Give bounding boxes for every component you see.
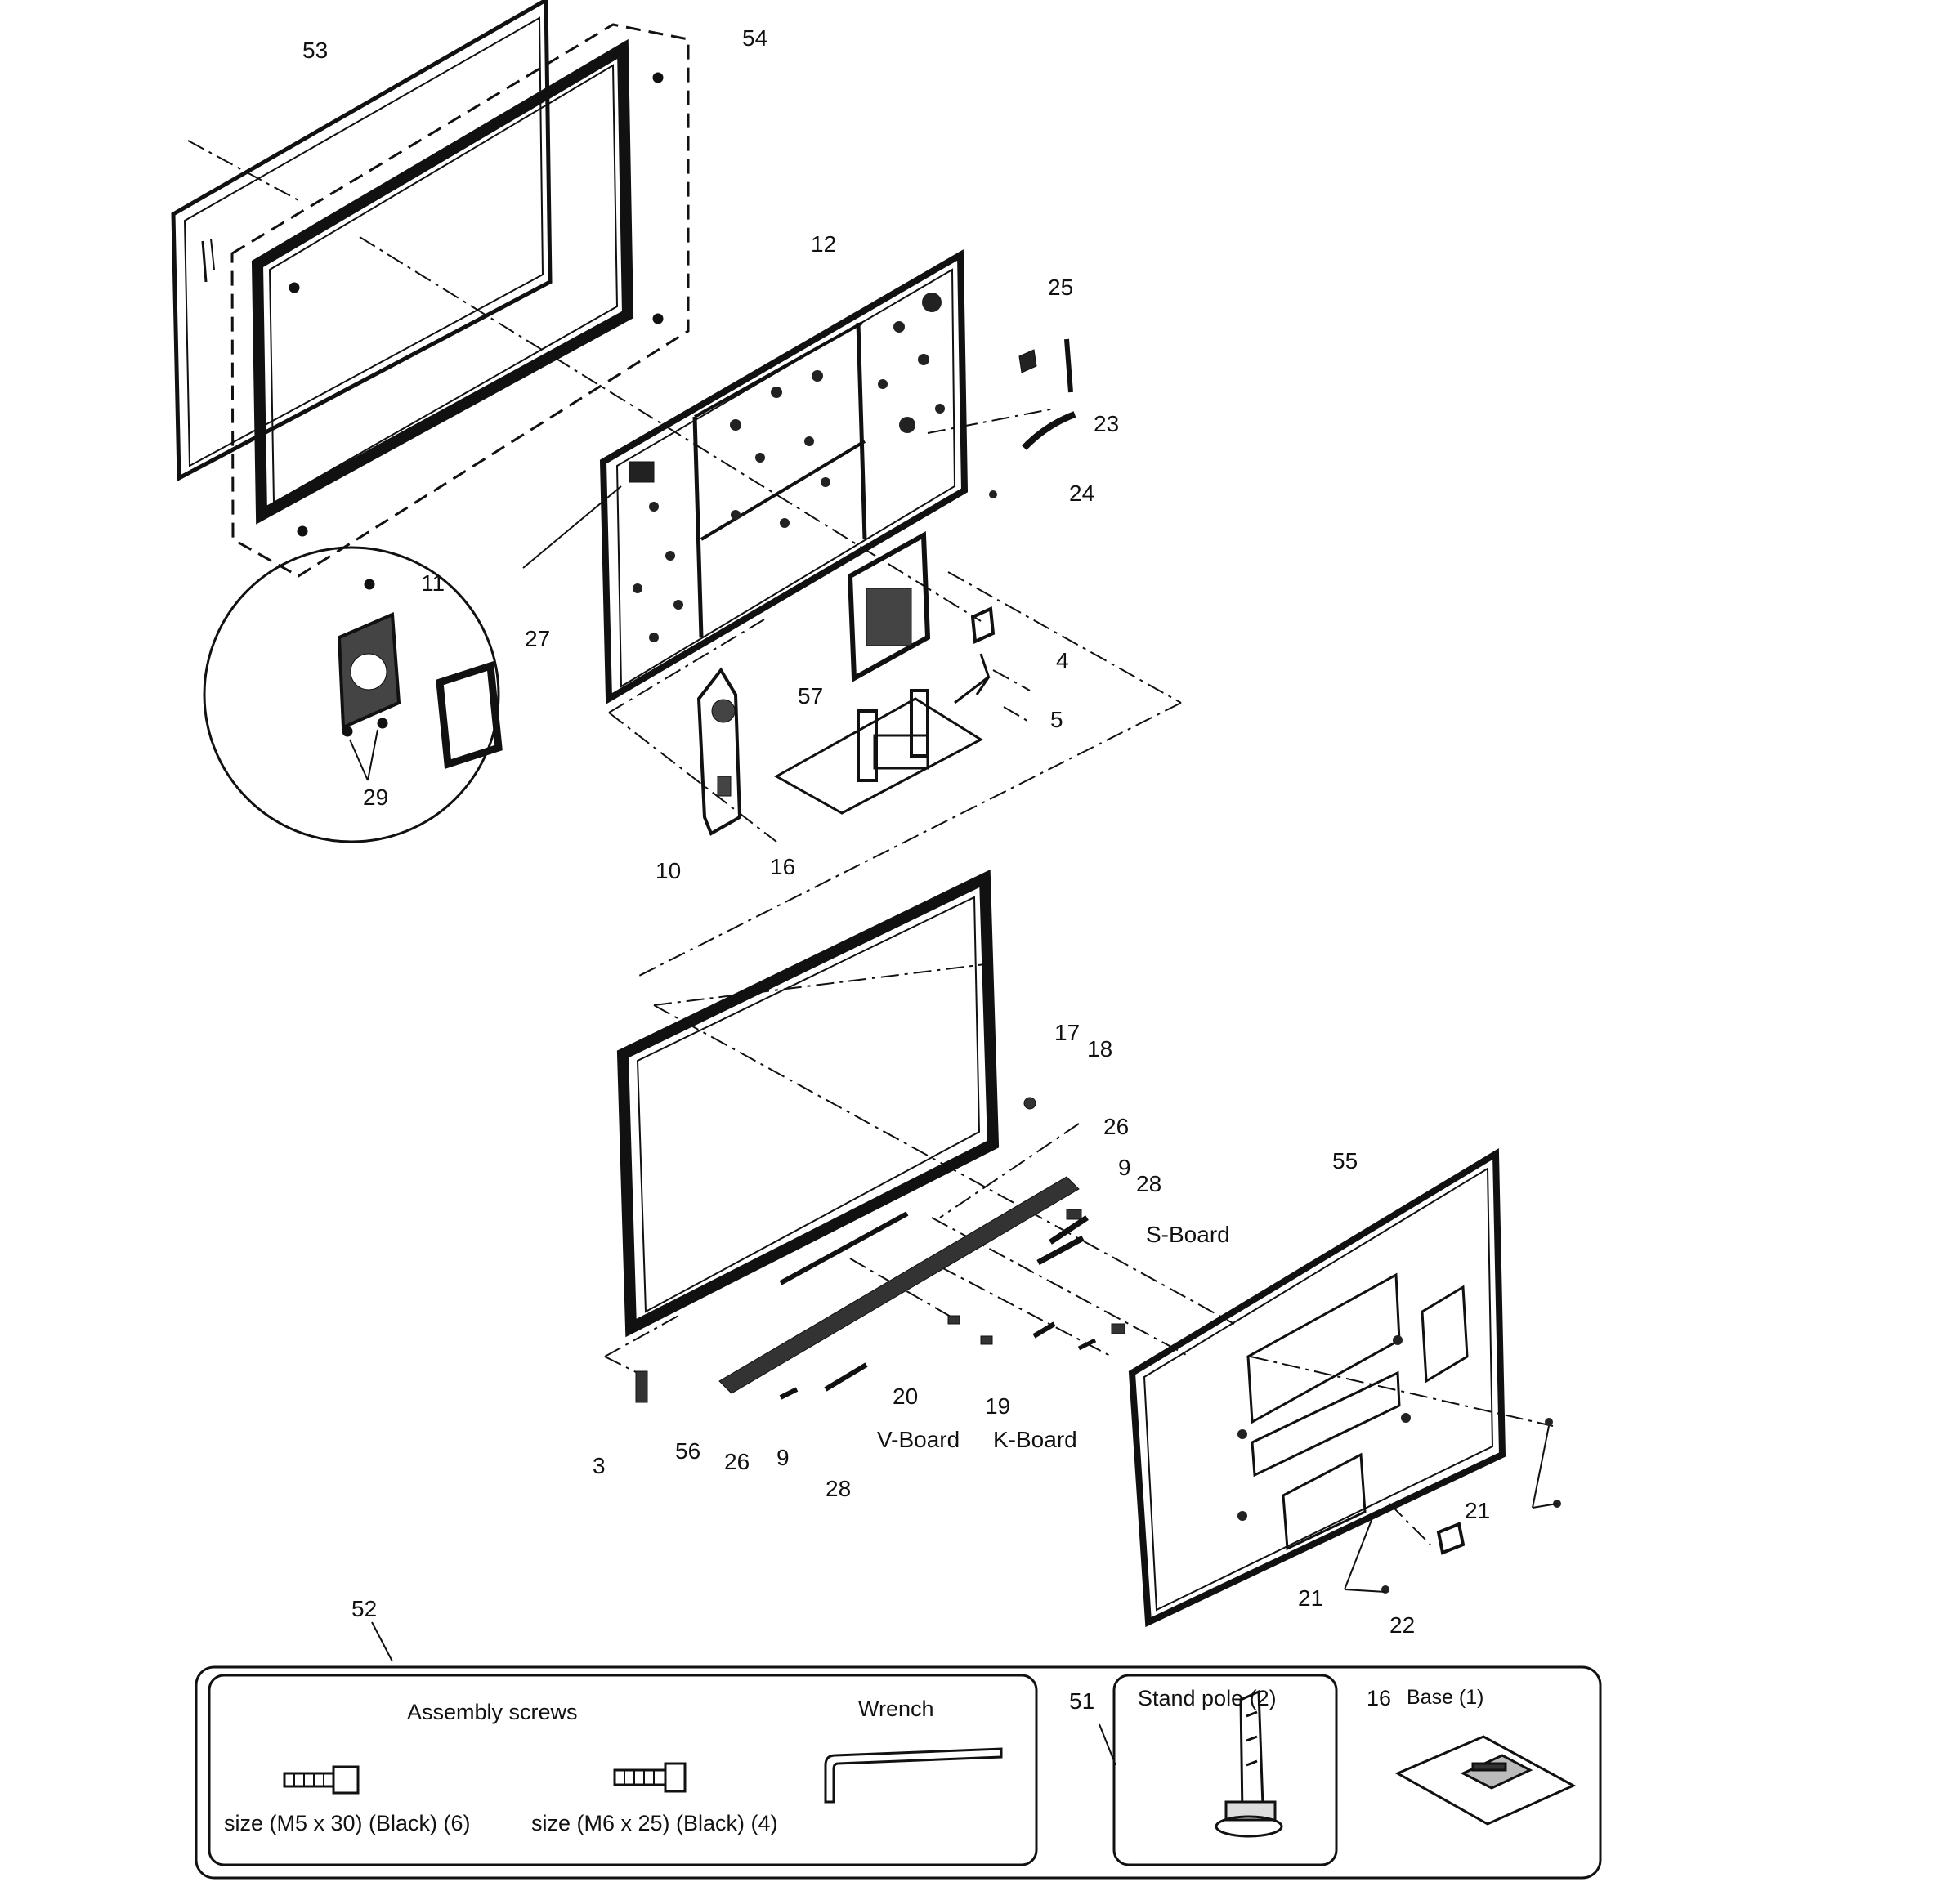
part-label-9: 9	[1118, 1155, 1131, 1180]
stand-assembly	[696, 531, 996, 836]
screw-icon-m6	[613, 1762, 687, 1793]
part-label-20: 20	[893, 1384, 919, 1409]
part-label-18: 18	[1087, 1036, 1113, 1062]
stand-pole-icon	[1215, 1689, 1283, 1838]
parts-25-23-24	[1018, 338, 1076, 450]
speaker-detail-circle	[203, 485, 622, 843]
accessories-box	[195, 1621, 1602, 1880]
screw2-size-text: size (M6 x 25) (Black) (4)	[531, 1811, 778, 1835]
part-label-55: 55	[1332, 1148, 1358, 1174]
part-label-29: 29	[363, 785, 389, 810]
part-label-5: 5	[1050, 707, 1063, 732]
part-label-16: 16	[770, 854, 796, 879]
front-glass-panel	[171, 0, 553, 482]
part-label-56: 56	[675, 1438, 701, 1464]
part-label-17: 17	[1054, 1020, 1081, 1045]
assembly-screws-title: Assembly screws	[407, 1700, 578, 1724]
board-label-k: K-Board	[993, 1427, 1077, 1452]
part-label-54: 54	[742, 25, 768, 51]
main-chassis	[599, 249, 997, 704]
part-label-11: 11	[421, 570, 445, 596]
board-label-v: V-Board	[877, 1427, 960, 1452]
base-icon	[1394, 1735, 1577, 1826]
part-label-22: 22	[1389, 1612, 1416, 1638]
screw-icon-m5	[283, 1765, 360, 1795]
part-label-9-lower: 9	[776, 1445, 790, 1470]
part-label-21-bottom: 21	[1298, 1585, 1324, 1611]
wrench-title: Wrench	[858, 1697, 934, 1721]
board-label-s: S-Board	[1146, 1222, 1230, 1247]
part-label-27: 27	[525, 626, 551, 651]
part-label-57: 57	[798, 683, 824, 709]
part-label-12: 12	[811, 231, 837, 257]
part-label-24: 24	[1069, 481, 1095, 506]
circuit-boards-and-cables	[635, 1097, 1125, 1403]
middle-leader-lines	[604, 963, 1554, 1545]
part-label-26-lower: 26	[724, 1449, 750, 1474]
part-label-51: 51	[1069, 1688, 1095, 1714]
part-label-4: 4	[1056, 648, 1069, 673]
front-bezel-frame	[251, 38, 664, 537]
part-label-26: 26	[1103, 1114, 1130, 1139]
top-leader-lines	[187, 140, 1182, 977]
arrow-leaders-21	[1344, 1425, 1558, 1593]
back-cover	[1128, 1148, 1561, 1628]
wrench-icon	[824, 1747, 1003, 1804]
part-label-28: 28	[1136, 1171, 1162, 1196]
dashed-group-outline-54	[230, 23, 690, 578]
part-label-10: 10	[656, 858, 682, 883]
part-label-52: 52	[351, 1596, 378, 1621]
base-title: Base (1)	[1407, 1686, 1484, 1709]
part-label-19: 19	[985, 1393, 1011, 1419]
stand-pole-title: Stand pole (2)	[1138, 1686, 1277, 1710]
part-label-53: 53	[302, 38, 329, 63]
part-label-28-lower: 28	[826, 1476, 852, 1501]
display-panel-frame	[616, 869, 1000, 1338]
screw1-size-text: size (M5 x 30) (Black) (6)	[224, 1811, 471, 1835]
base-part-number: 16	[1367, 1686, 1392, 1710]
part-label-23: 23	[1094, 411, 1120, 436]
part-label-3: 3	[593, 1453, 606, 1478]
part-label-21-right: 21	[1465, 1498, 1491, 1523]
part-label-25: 25	[1048, 275, 1074, 300]
